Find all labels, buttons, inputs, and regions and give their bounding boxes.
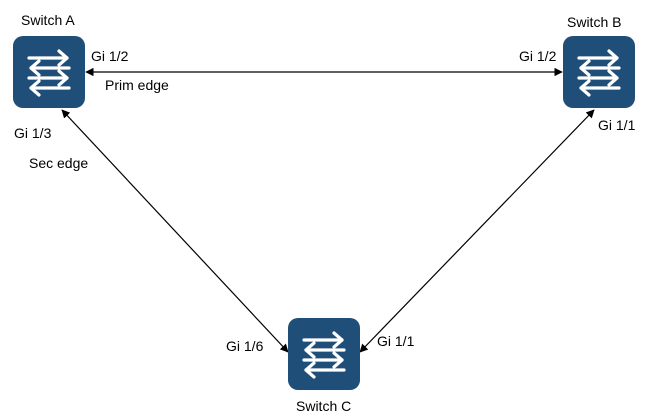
port-c-gi11: Gi 1/1 <box>377 333 415 349</box>
port-b-gi12: Gi 1/2 <box>519 48 557 64</box>
port-a-gi12: Gi 1/2 <box>91 48 129 64</box>
switch-icon <box>577 49 621 97</box>
switch-b-node[interactable] <box>563 36 635 108</box>
link-a-c <box>61 109 289 353</box>
switch-icon <box>27 49 71 97</box>
switch-icon <box>302 331 346 379</box>
prim-edge-label: Prim edge <box>105 77 169 93</box>
switch-c-node[interactable] <box>288 318 360 390</box>
port-b-gi11: Gi 1/1 <box>598 117 636 133</box>
switch-b-name: Switch B <box>567 14 622 30</box>
port-a-gi13: Gi 1/3 <box>14 125 52 141</box>
switch-a-node[interactable] <box>13 36 85 108</box>
port-c-gi16: Gi 1/6 <box>226 338 264 354</box>
switch-c-name: Switch C <box>296 398 352 414</box>
link-b-c <box>359 109 595 353</box>
sec-edge-label: Sec edge <box>29 155 89 171</box>
switch-a-name: Switch A <box>21 12 75 28</box>
